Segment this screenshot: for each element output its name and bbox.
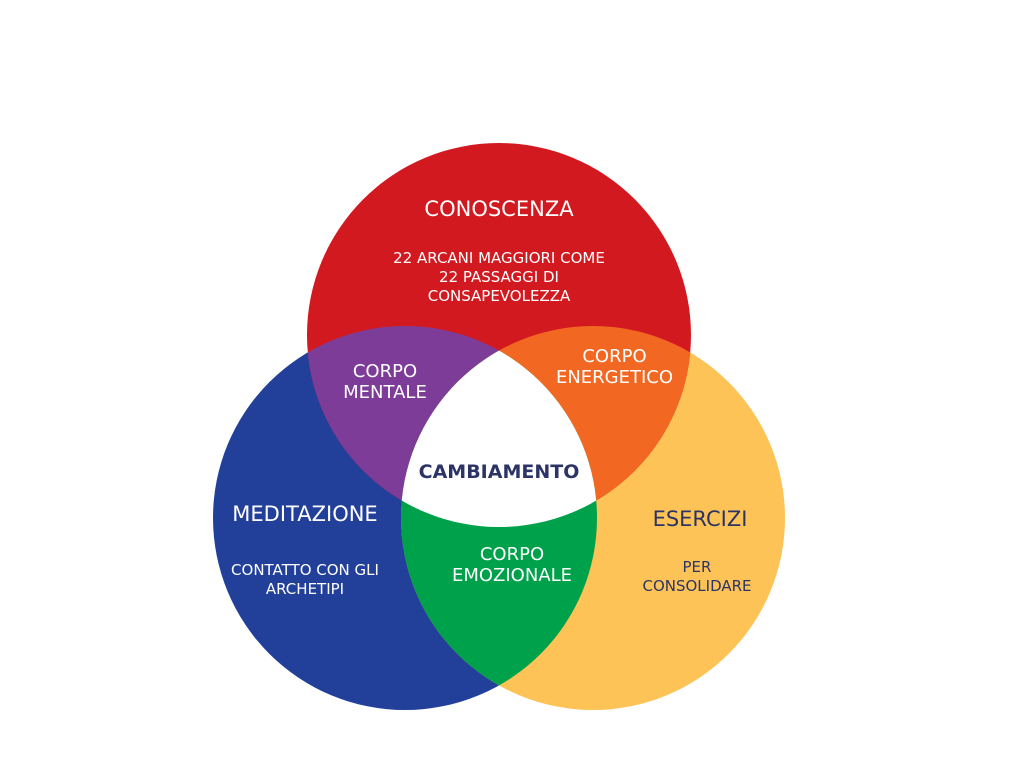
corpo-mentale-line: MENTALE [343, 381, 427, 403]
corpo-energetico-line: ENERGETICO [555, 366, 674, 388]
esercizi-line: PER [682, 558, 712, 576]
corpo-emozionale-line: EMOZIONALE [451, 564, 573, 586]
meditazione-title: MEDITAZIONE [232, 502, 378, 526]
conoscenza-line: CONSAPEVOLEZZA [427, 286, 571, 305]
corpo-emozionale-line: CORPO [479, 544, 545, 565]
corpo-energetico-label: CORPO ENERGETICO [547, 346, 682, 388]
esercizi-line: CONSOLIDARE [642, 576, 752, 595]
corpo-energetico-line: CORPO [582, 346, 647, 367]
corpo-mentale-label: CORPO MENTALE [325, 361, 445, 403]
conoscenza-title: CONOSCENZA [424, 197, 574, 221]
corpo-mentale-line: CORPO [352, 361, 418, 382]
meditazione-description: CONTATTO CON GLI ARCHETIPI [220, 561, 390, 599]
cambiamento-label: CAMBIAMENTO [418, 461, 580, 483]
meditazione-line: ARCHETIPI [265, 579, 345, 598]
conoscenza-line: 22 ARCANI MAGGIORI COME [393, 249, 605, 267]
conoscenza-description: 22 ARCANI MAGGIORI COME 22 PASSAGGI DI C… [369, 249, 629, 305]
meditazione-line: CONTATTO CON GLI [231, 561, 379, 579]
conoscenza-line: 22 PASSAGGI DI [439, 267, 559, 286]
esercizi-description: PER CONSOLIDARE [622, 558, 772, 596]
esercizi-title: ESERCIZI [652, 507, 748, 531]
corpo-emozionale-label: CORPO EMOZIONALE [437, 544, 587, 586]
